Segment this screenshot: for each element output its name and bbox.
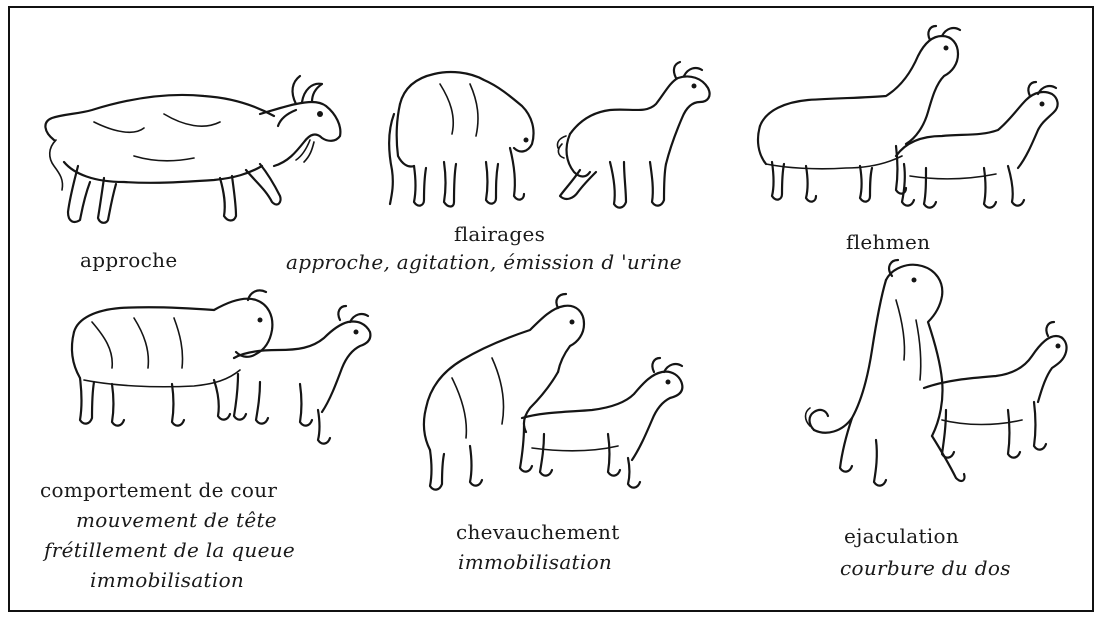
panel-ejaculation-title: ejaculation <box>844 524 959 548</box>
figure-frame: approche <box>8 6 1094 612</box>
buck-ejaculation-illustration <box>796 260 1066 520</box>
panel-ejaculation-subtitle: courbure du dos <box>840 556 1011 580</box>
panel-ejaculation: ejaculation courbure du dos <box>10 8 1096 614</box>
